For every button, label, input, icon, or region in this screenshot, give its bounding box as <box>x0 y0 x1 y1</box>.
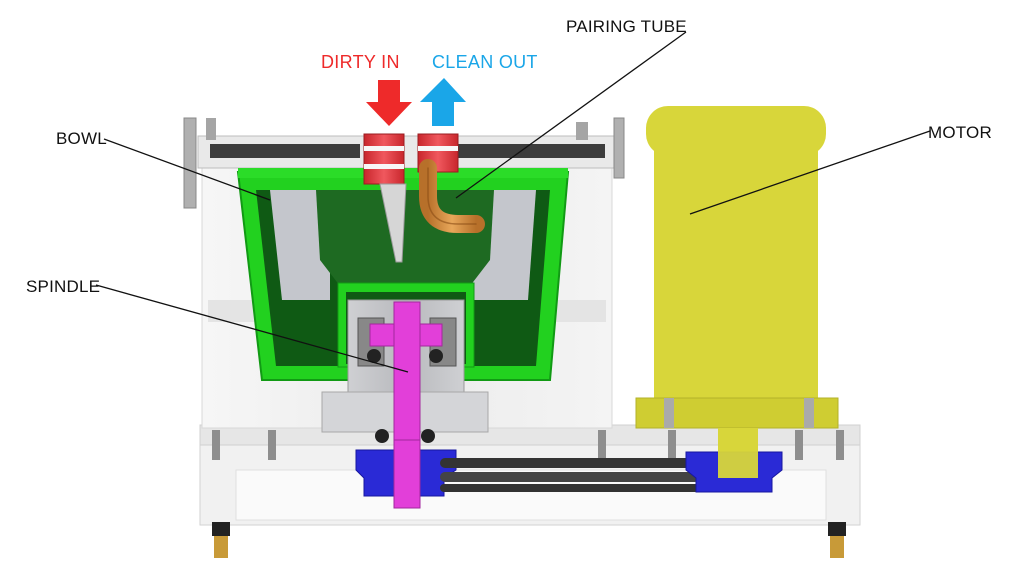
drive-belt <box>440 458 700 492</box>
dirty-in-arrow-icon <box>366 80 412 126</box>
label-pairing-tube: PAIRING TUBE <box>566 17 687 36</box>
label-bowl: BOWL <box>56 129 107 148</box>
label-spindle: SPINDLE <box>26 277 100 296</box>
label-dirty-in: DIRTY IN <box>321 52 400 72</box>
label-motor: MOTOR <box>928 123 992 142</box>
clean-out-arrow-icon <box>420 78 466 126</box>
label-clean-out: CLEAN OUT <box>432 52 538 72</box>
